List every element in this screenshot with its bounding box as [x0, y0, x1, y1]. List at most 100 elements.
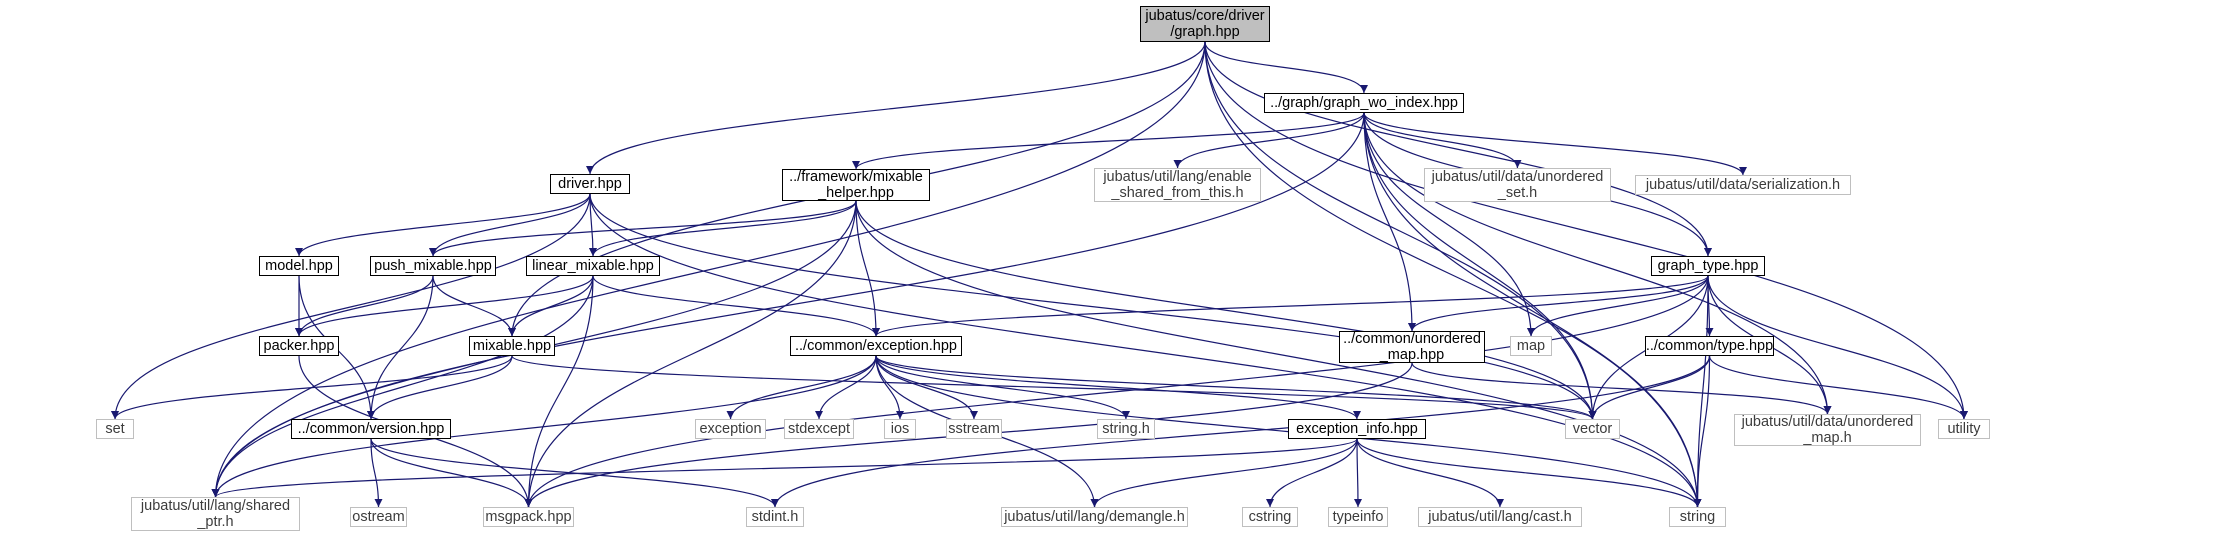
edge-exception-to-string: [875, 355, 1702, 508]
edge-root-to-shared-ptr: [211, 41, 1206, 498]
edge-push-mixable-to-mixable: [432, 275, 516, 337]
node-mixable-helper[interactable]: ../framework/mixable _helper.hpp: [782, 169, 930, 201]
edge-graph-type-to-msgpack: [524, 275, 1709, 508]
edge-graph-type-to-map: [1527, 275, 1709, 337]
node-map: map: [1510, 336, 1552, 356]
edge-linear-mixable-to-packer: [295, 275, 594, 337]
edge-graph-type-to-utility: [1707, 275, 1968, 420]
node-string: string: [1669, 507, 1726, 527]
node-type[interactable]: ../common/type.hpp: [1645, 336, 1774, 356]
edge-root-to-graph-type: [1204, 41, 1712, 257]
edge-graph-wo-index-to-mixable-helper: [852, 112, 1365, 170]
edge-exception-to-shared-ptr: [211, 355, 877, 498]
node-cast: jubatus/util/lang/cast.h: [1418, 507, 1582, 527]
edge-graph-wo-index-to-unordered-set: [1363, 112, 1522, 169]
node-push-mixable[interactable]: push_mixable.hpp: [370, 256, 496, 276]
node-shared-ptr: jubatus/util/lang/shared _ptr.h: [131, 497, 300, 531]
edge-root-to-utility: [1204, 41, 1968, 420]
edge-graph-wo-index-to-unordered-map-h: [1363, 112, 1832, 415]
node-stdexcept: stdexcept: [784, 419, 854, 439]
edge-linear-mixable-to-shared-ptr: [211, 275, 594, 498]
node-driver[interactable]: driver.hpp: [550, 174, 630, 194]
node-exception-info[interactable]: exception_info.hpp: [1288, 419, 1426, 439]
edge-root-to-driver: [586, 41, 1206, 175]
edge-root-to-string: [1204, 41, 1702, 508]
edge-version-to-msgpack: [370, 438, 533, 508]
node-cstring: cstring: [1242, 507, 1298, 527]
node-sstream: sstream: [946, 419, 1002, 439]
edge-exception-info-to-demangle: [1090, 438, 1358, 508]
node-graph-wo-index[interactable]: ../graph/graph_wo_index.hpp: [1264, 93, 1464, 113]
edge-driver-to-model: [295, 193, 591, 257]
edge-mixable-to-version: [367, 355, 513, 420]
edge-graph-wo-index-to-vector: [1363, 112, 1597, 420]
node-unordered-set: jubatus/util/data/unordered _set.h: [1424, 168, 1611, 202]
edge-driver-to-string: [589, 193, 1702, 508]
edge-exception-to-std-exception: [726, 355, 877, 420]
edge-linear-mixable-to-exception: [592, 275, 880, 337]
edge-mixable-to-vector: [511, 355, 1597, 420]
edge-linear-mixable-to-mixable: [508, 275, 594, 337]
edge-type-to-stdint: [771, 355, 1711, 508]
edge-mixable-helper-to-msgpack: [524, 200, 857, 508]
edge-exception-to-vector: [875, 355, 1597, 420]
edge-exception-to-string-h: [875, 355, 1130, 420]
node-serialization: jubatus/util/data/serialization.h: [1635, 175, 1851, 195]
edge-graph-wo-index-to-enable-shared: [1173, 112, 1365, 169]
edge-root-to-graph-wo-index: [1204, 41, 1368, 94]
node-typeinfo: typeinfo: [1328, 507, 1388, 527]
node-unordered-map-h: jubatus/util/data/unordered _map.h: [1734, 414, 1921, 446]
edge-exception-info-to-typeinfo: [1353, 438, 1362, 508]
edge-layer: [111, 41, 1968, 508]
edge-graph-type-to-unordered-map-hpp: [1408, 275, 1709, 332]
node-linear-mixable[interactable]: linear_mixable.hpp: [526, 256, 660, 276]
node-std-exception: exception: [695, 419, 766, 439]
edge-unordered-map-hpp-to-unordered-map-h: [1411, 362, 1832, 415]
edge-mixable-helper-to-string: [855, 200, 1702, 508]
edge-driver-to-push-mixable: [429, 193, 591, 257]
edge-exception-to-stdexcept: [815, 355, 877, 420]
node-vector: vector: [1565, 419, 1620, 439]
node-mixable[interactable]: mixable.hpp: [469, 336, 555, 356]
edge-type-to-string: [1693, 355, 1711, 508]
node-packer[interactable]: packer.hpp: [259, 336, 339, 356]
edge-exception-info-to-cast: [1356, 438, 1504, 508]
edge-driver-to-vector: [589, 193, 1597, 420]
node-string-h: string.h: [1097, 419, 1155, 439]
edge-graph-type-to-exception: [872, 275, 1709, 337]
node-graph-type[interactable]: graph_type.hpp: [1651, 256, 1765, 276]
edge-mixable-helper-to-push-mixable: [429, 200, 857, 257]
edge-exception-info-to-shared-ptr: [211, 438, 1358, 498]
edge-graph-wo-index-to-serialization: [1363, 112, 1747, 176]
edge-graph-type-to-string: [1693, 275, 1709, 508]
edge-exception-to-sstream: [875, 355, 978, 420]
edge-root-to-vector: [1204, 41, 1597, 420]
edge-mixable-helper-to-linear-mixable: [589, 200, 857, 257]
edge-exception-info-to-string: [1356, 438, 1702, 508]
node-exception[interactable]: ../common/exception.hpp: [790, 336, 962, 356]
edge-exception-to-exception-info: [875, 355, 1361, 420]
node-msgpack: msgpack.hpp: [483, 507, 574, 527]
edge-linear-mixable-to-msgpack: [524, 275, 594, 508]
node-version[interactable]: ../common/version.hpp: [291, 419, 451, 439]
edge-mixable-helper-to-vector: [855, 200, 1597, 420]
edge-exception-info-to-cstring: [1266, 438, 1358, 508]
edge-graph-wo-index-to-string: [1363, 112, 1702, 508]
edge-driver-to-set: [111, 193, 591, 420]
edge-type-to-utility: [1708, 355, 1968, 420]
edge-mixable-helper-to-exception: [855, 200, 880, 337]
node-utility: utility: [1938, 419, 1990, 439]
node-ios: ios: [884, 419, 916, 439]
node-unordered-map-hpp[interactable]: ../common/unordered _map.hpp: [1339, 331, 1485, 363]
edge-graph-wo-index-to-unordered-map-hpp: [1363, 112, 1416, 332]
node-model[interactable]: model.hpp: [259, 256, 339, 276]
edge-version-to-ostream: [370, 438, 383, 508]
node-set: set: [96, 419, 134, 439]
edge-push-mixable-to-packer: [295, 275, 434, 337]
node-stdint: stdint.h: [746, 507, 804, 527]
node-enable-shared: jubatus/util/lang/enable _shared_from_th…: [1094, 168, 1261, 202]
edge-mixable-to-set: [111, 355, 513, 420]
node-ostream: ostream: [350, 507, 407, 527]
node-demangle: jubatus/util/lang/demangle.h: [1001, 507, 1188, 527]
